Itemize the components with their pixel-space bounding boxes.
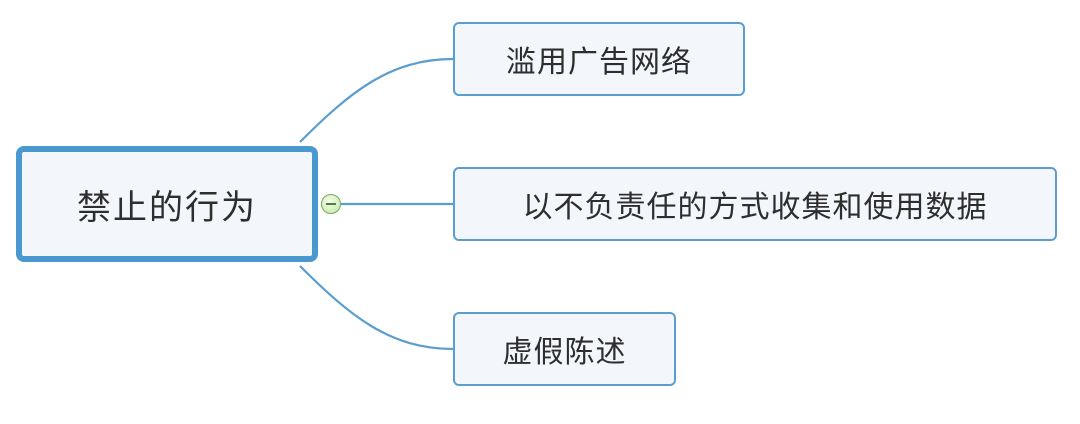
subtopic-label: 滥用广告网络 [506,45,692,80]
subtopic-node-ad-network-abuse[interactable]: 滥用广告网络 [453,22,745,96]
minus-bar [326,203,336,205]
subtopic-label: 虚假陈述 [502,335,627,370]
root-topic-node[interactable]: 禁止的行为 [16,146,318,262]
connector-line-bottom [299,265,454,351]
subtopic-label: 以不负责任的方式收集和使用数据 [522,190,988,225]
subtopic-node-irresponsible-data-use[interactable]: 以不负责任的方式收集和使用数据 [453,167,1057,241]
subtopic-node-false-statements[interactable]: 虚假陈述 [453,312,676,386]
connector-line-top [299,57,454,143]
minus-circle-icon[interactable] [321,194,341,214]
root-topic-label: 禁止的行为 [77,187,257,228]
